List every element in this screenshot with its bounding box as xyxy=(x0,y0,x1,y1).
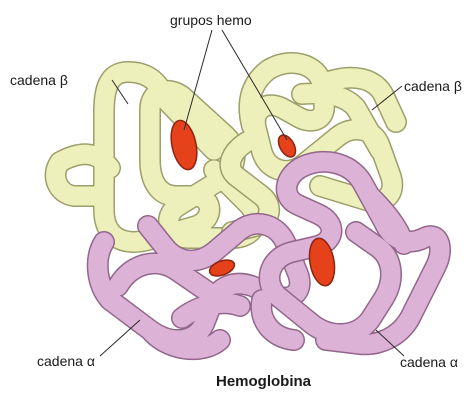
label-beta-chain-left: cadena β xyxy=(10,72,68,88)
label-heme-groups: grupos hemo xyxy=(170,12,252,28)
leader-alpha-left xyxy=(100,320,140,356)
label-alpha-chain-left: cadena α xyxy=(37,353,95,369)
heme-group-beta-right xyxy=(275,132,299,160)
label-beta-chain-right: cadena β xyxy=(404,78,462,94)
label-alpha-chain-right: cadena α xyxy=(400,354,458,370)
caption: Hemoglobina xyxy=(216,373,312,390)
